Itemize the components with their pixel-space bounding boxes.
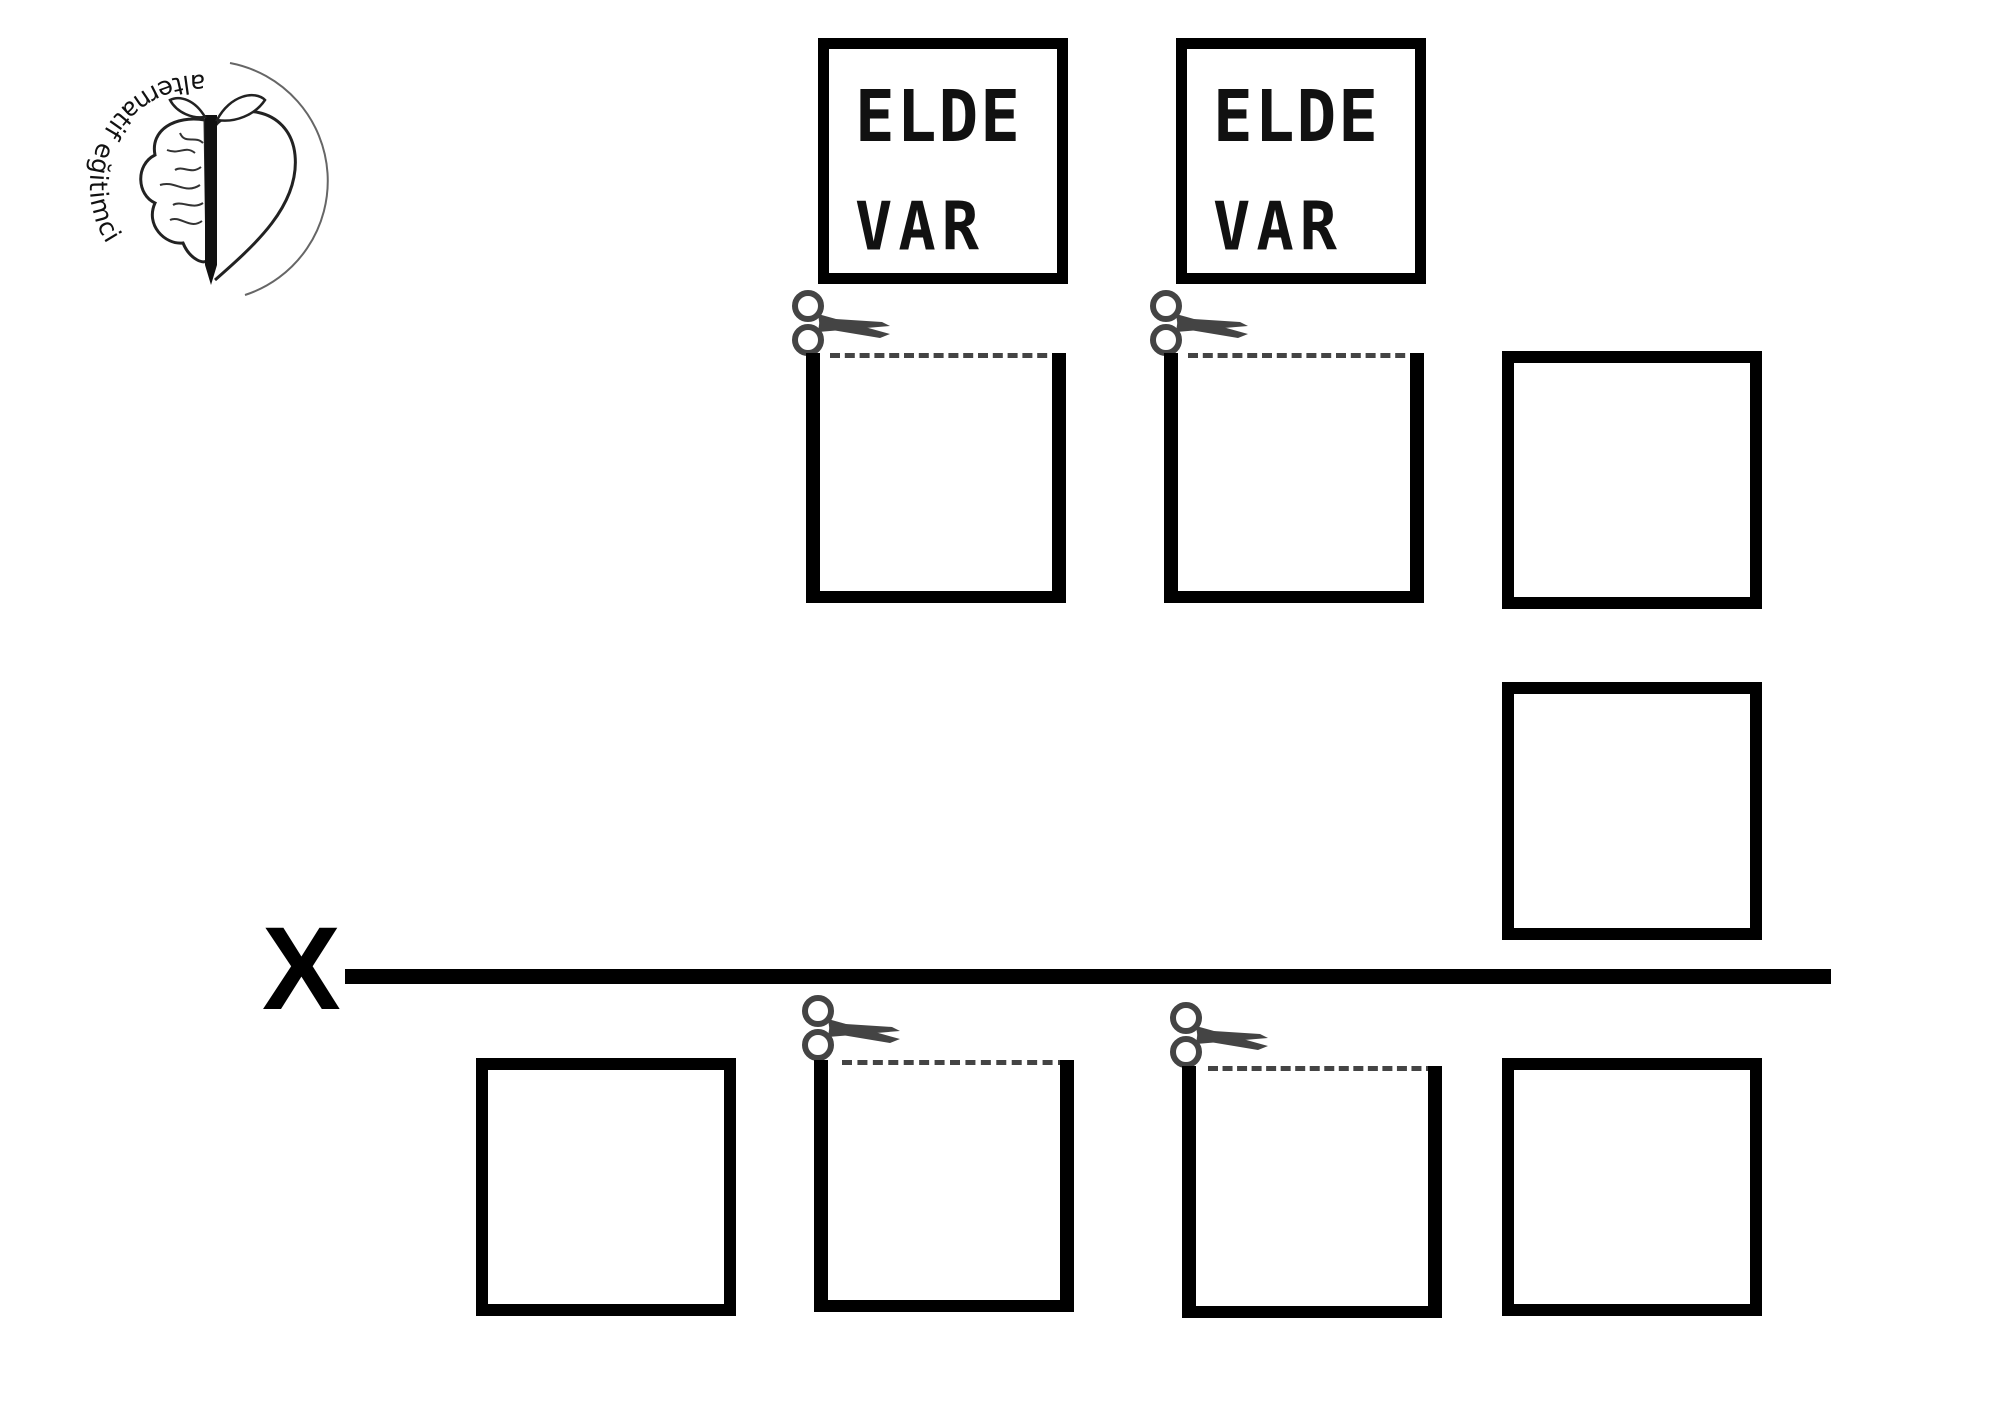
- carry-card-1-line1: ELDE: [855, 75, 1022, 159]
- scissors-icon: [792, 290, 890, 356]
- cut-line: [1188, 353, 1420, 358]
- cut-line: [842, 1060, 1068, 1065]
- operation-rule-line: [345, 969, 1831, 984]
- answer-box-bottom-1: [476, 1058, 736, 1316]
- answer-box-top-right: [1502, 351, 1762, 609]
- carry-card-1: ELDE VAR: [818, 38, 1068, 284]
- carry-card-2-line1: ELDE: [1213, 75, 1380, 159]
- carry-card-2-line2: VAR: [1213, 187, 1343, 266]
- carry-pocket-2: [1164, 353, 1424, 603]
- carry-pocket-1: [806, 353, 1066, 603]
- answer-box-bottom-4: [1502, 1058, 1762, 1316]
- scissors-icon: [1170, 1002, 1268, 1068]
- carry-card-1-line2: VAR: [855, 187, 985, 266]
- multiplication-sign: X: [262, 903, 341, 1035]
- cut-line: [1208, 1066, 1436, 1071]
- scissors-icon: [1150, 290, 1248, 356]
- carry-card-2: ELDE VAR: [1176, 38, 1426, 284]
- scissors-icon: [802, 995, 900, 1061]
- answer-box-middle-right: [1502, 682, 1762, 940]
- alternatif-egitimci-logo: alternatif eğitimci: [84, 62, 329, 296]
- answer-pocket-bottom-2: [814, 1060, 1074, 1312]
- cut-line: [830, 353, 1062, 358]
- answer-pocket-bottom-3: [1182, 1066, 1442, 1318]
